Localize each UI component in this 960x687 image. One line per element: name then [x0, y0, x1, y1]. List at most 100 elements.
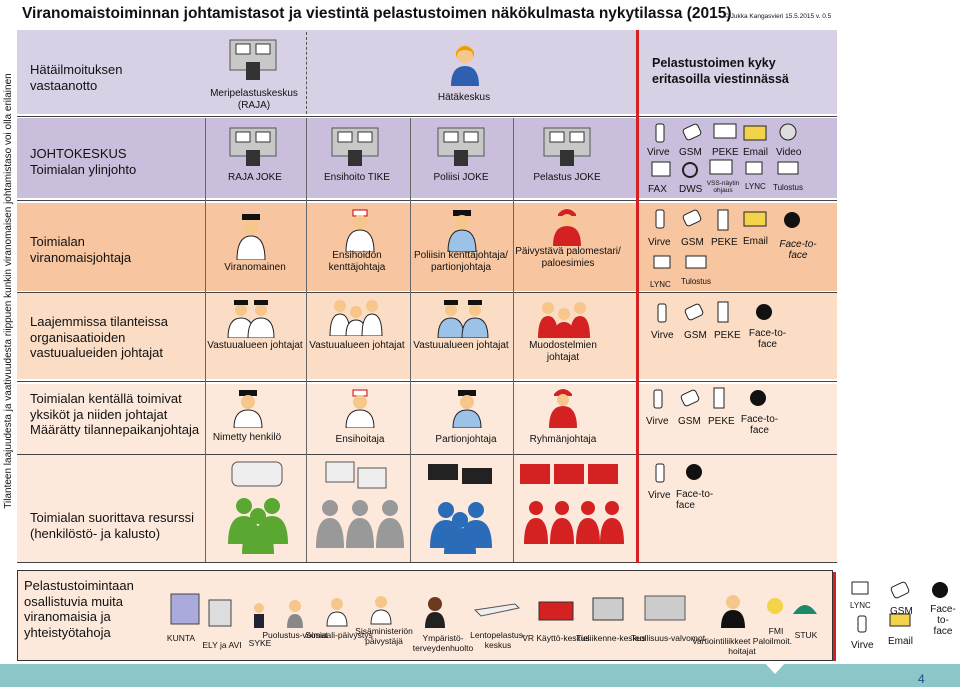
row-label-6: Toimialan suorittava resurssi (henkilöst… [30, 510, 195, 541]
partner-icons [170, 593, 817, 628]
channel-icons [653, 387, 766, 409]
chan-virve: Virve [651, 330, 674, 341]
partner-8: Lentopelastus-keskus [470, 630, 526, 650]
band-emergency-reception [17, 30, 837, 114]
firefighter-icon [553, 209, 581, 246]
workstation-icon [437, 127, 485, 166]
row-label-3: Toimialan viranomaisjohtaja [30, 234, 132, 265]
police-icon [452, 390, 482, 428]
row3-item-4: Päivystävä palomestari/ paloesimies [515, 246, 621, 269]
channel-icons [655, 463, 702, 483]
workstation-icon [543, 127, 591, 166]
chan-fax: FAX [648, 184, 667, 195]
partner-12: Vartiointiliikkeet Paloilmoit. hoitajat [692, 636, 792, 656]
police-group-icon [437, 300, 489, 338]
capability-divider [636, 30, 639, 563]
resource-group-icon [228, 461, 288, 554]
row3-item-3: Poliisin kenttäjohtaja/ partionjohtaja [414, 250, 508, 273]
partner-3: SYKE [248, 638, 272, 648]
chan-f2f: Face-to-face [676, 489, 714, 511]
chan-lync: LYNC [745, 182, 766, 191]
copyright: © Jukka Kangasvieri 15.5.2015 v. 0.5 [724, 13, 832, 20]
resource-group-icon [520, 464, 624, 544]
row-label-5: Toimialan kentällä toimivat yksiköt ja n… [30, 391, 200, 437]
chan-lync: LYNC [650, 280, 671, 289]
footer-bar [0, 664, 960, 687]
row1-item-1: Meripelastuskeskus (RAJA) [210, 88, 298, 111]
row1-item-2: Hätäkeskus [437, 92, 491, 103]
row5-item-1: Nimetty henkilö [212, 432, 282, 443]
chan-email: Email [743, 236, 769, 247]
partner-2: ELY ja AVI [202, 640, 242, 650]
page-number: 4 [918, 672, 925, 686]
row4-item-1: Vastuualueen johtajat [207, 340, 303, 351]
chan-virve: Virve [648, 237, 671, 248]
workstation-icon [229, 39, 277, 80]
chan-virve: Virve [646, 416, 669, 427]
row2-item-4: Pelastus JOKE [533, 172, 601, 183]
chan-vss: VSS-näytin ohjaus [706, 180, 740, 194]
partner-9: VR Käyttö-keskus [522, 633, 590, 643]
partner-7: Ympäristö-terveydenhuolto [412, 633, 474, 653]
channel-icons [657, 301, 772, 323]
capability-title: Pelastustoimen kyky eritasoilla viestinn… [652, 56, 789, 86]
partner-13: FMI [768, 626, 784, 636]
chan-print: Tulostus [681, 277, 711, 286]
row4-item-4: Muodostelmien johtajat [529, 340, 597, 363]
row4-item-3: Vastuualueen johtajat [413, 340, 509, 351]
firefighter-icon [549, 389, 577, 428]
operator-icon [451, 45, 479, 86]
nurses-group-icon [329, 300, 383, 336]
partner-divider [833, 572, 836, 661]
chan-virve: Virve [648, 490, 671, 501]
band-partners [17, 570, 833, 661]
chan-f2f: Face-to-face [779, 239, 817, 261]
row2-item-2: Ensihoito TIKE [324, 172, 390, 183]
partner-4: Puolustus-voimat [262, 630, 328, 640]
partner-chan-lync: LYNC [850, 601, 871, 610]
partner-14: STUK [794, 630, 818, 640]
chan-f2f: Face-to-face [748, 328, 787, 350]
chan-video: Video [776, 147, 802, 158]
workstation-icon [331, 127, 379, 166]
row-label-1: Hätäilmoituksen vastaanotto [30, 62, 123, 93]
row2-item-3: Poliisi JOKE [433, 172, 489, 183]
row-label-2: JOHTOKESKUS Toimialan ylinjohto [30, 146, 137, 177]
footer-arrow-icon [764, 662, 786, 674]
partner-channel-icons [851, 581, 948, 633]
officer-icon [233, 390, 263, 428]
row5-item-4: Ryhmänjohtaja [529, 434, 597, 445]
row-label-4: Laajemmissa tilanteissa organisaatioiden… [30, 314, 169, 360]
police-icon [447, 210, 477, 252]
nurse-icon [345, 389, 375, 428]
row5-item-2: Ensihoitaja [335, 434, 385, 445]
chan-gsm: GSM [684, 330, 707, 341]
partner-chan-f2f: Face-to-face [930, 604, 956, 637]
officer-icon [236, 214, 266, 260]
chan-virve: Virve [647, 147, 670, 158]
resource-group-icon [316, 461, 404, 548]
partner-6: Sisäministeriön päivystäjä [355, 626, 413, 646]
chan-gsm: GSM [679, 147, 702, 158]
partner-11: Teollisuus-valvomot [630, 633, 706, 643]
resource-group-icon [428, 464, 492, 554]
firefighters-group-icon [538, 302, 590, 338]
chan-print: Tulostus [773, 183, 803, 192]
row2-item-1: RAJA JOKE [228, 172, 282, 183]
partners-label: Pelastustoimintaan osallistuvia muita vi… [24, 578, 134, 640]
nurse-icon [345, 209, 375, 252]
chan-peke: PEKE [711, 237, 738, 248]
chan-peke: PEKE [712, 147, 739, 158]
partner-1: KUNTA [166, 633, 196, 643]
channel-icons [653, 209, 800, 269]
row5-item-3: Partionjohtaja [435, 434, 497, 445]
row3-item-1: Viranomainen [224, 262, 286, 273]
partner-10: Tieliikenne-keskus [576, 633, 646, 643]
side-label: Tilanteen laajuudesta ja vaativuudesta r… [3, 73, 14, 509]
chan-f2f: Face-to-face [740, 414, 779, 436]
chan-peke: PEKE [714, 330, 741, 341]
partner-chan-email: Email [888, 636, 914, 647]
officers-group-icon [227, 300, 275, 338]
row4-item-2: Vastuualueen johtajat [309, 340, 405, 351]
chan-gsm: GSM [681, 237, 704, 248]
